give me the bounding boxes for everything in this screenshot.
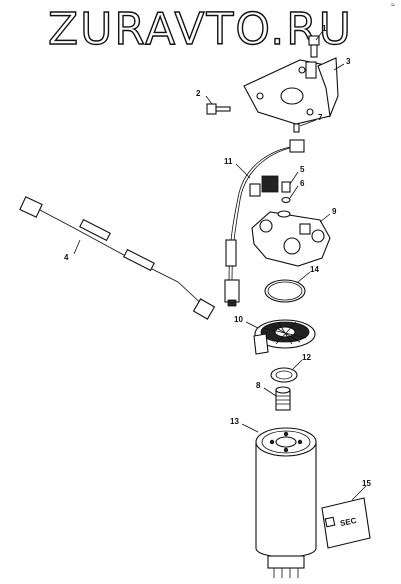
watermark-logo: ZURAVTO.RU bbox=[47, 3, 353, 55]
part-13-filter-canister bbox=[255, 427, 317, 578]
part-7-screw bbox=[293, 123, 300, 133]
callout-8: 8 bbox=[256, 381, 261, 390]
callout-1: 1 bbox=[322, 24, 327, 33]
callout-5: 5 bbox=[300, 165, 305, 174]
callout-12: 12 bbox=[302, 353, 311, 362]
part-14-o-ring bbox=[264, 279, 306, 303]
corner-mark: ≈ bbox=[391, 2, 395, 9]
callout-6: 6 bbox=[300, 179, 305, 188]
part-4-extension-harness bbox=[19, 196, 216, 320]
label-text: SEC bbox=[339, 516, 357, 528]
callout-4: 4 bbox=[64, 253, 69, 262]
callout-2: 2 bbox=[196, 89, 201, 98]
callout-13: 13 bbox=[230, 417, 239, 426]
part-10-collar bbox=[253, 319, 316, 355]
part-11-harness bbox=[224, 139, 305, 307]
callout-7: 7 bbox=[318, 113, 323, 122]
callout-10: 10 bbox=[234, 315, 243, 324]
callout-9: 9 bbox=[332, 207, 337, 216]
part-12-seal-ring bbox=[270, 367, 298, 383]
callout-3: 3 bbox=[346, 57, 351, 66]
part-6-washer bbox=[281, 196, 291, 204]
part-8-nipple bbox=[275, 386, 291, 411]
leader-lines bbox=[73, 31, 367, 501]
part-3-bracket bbox=[243, 57, 339, 125]
part-15-label: SEC bbox=[321, 497, 371, 549]
part-1-bolt bbox=[308, 35, 320, 58]
callout-15: 15 bbox=[362, 479, 371, 488]
part-5-fitting bbox=[281, 181, 291, 193]
part-2-bolt bbox=[206, 103, 231, 115]
callouts: 1 2 3 4 5 6 7 8 9 10 11 12 13 14 15 bbox=[64, 24, 371, 488]
callout-11: 11 bbox=[224, 157, 233, 166]
callout-14: 14 bbox=[310, 265, 319, 274]
part-9-filter-head bbox=[251, 210, 331, 267]
